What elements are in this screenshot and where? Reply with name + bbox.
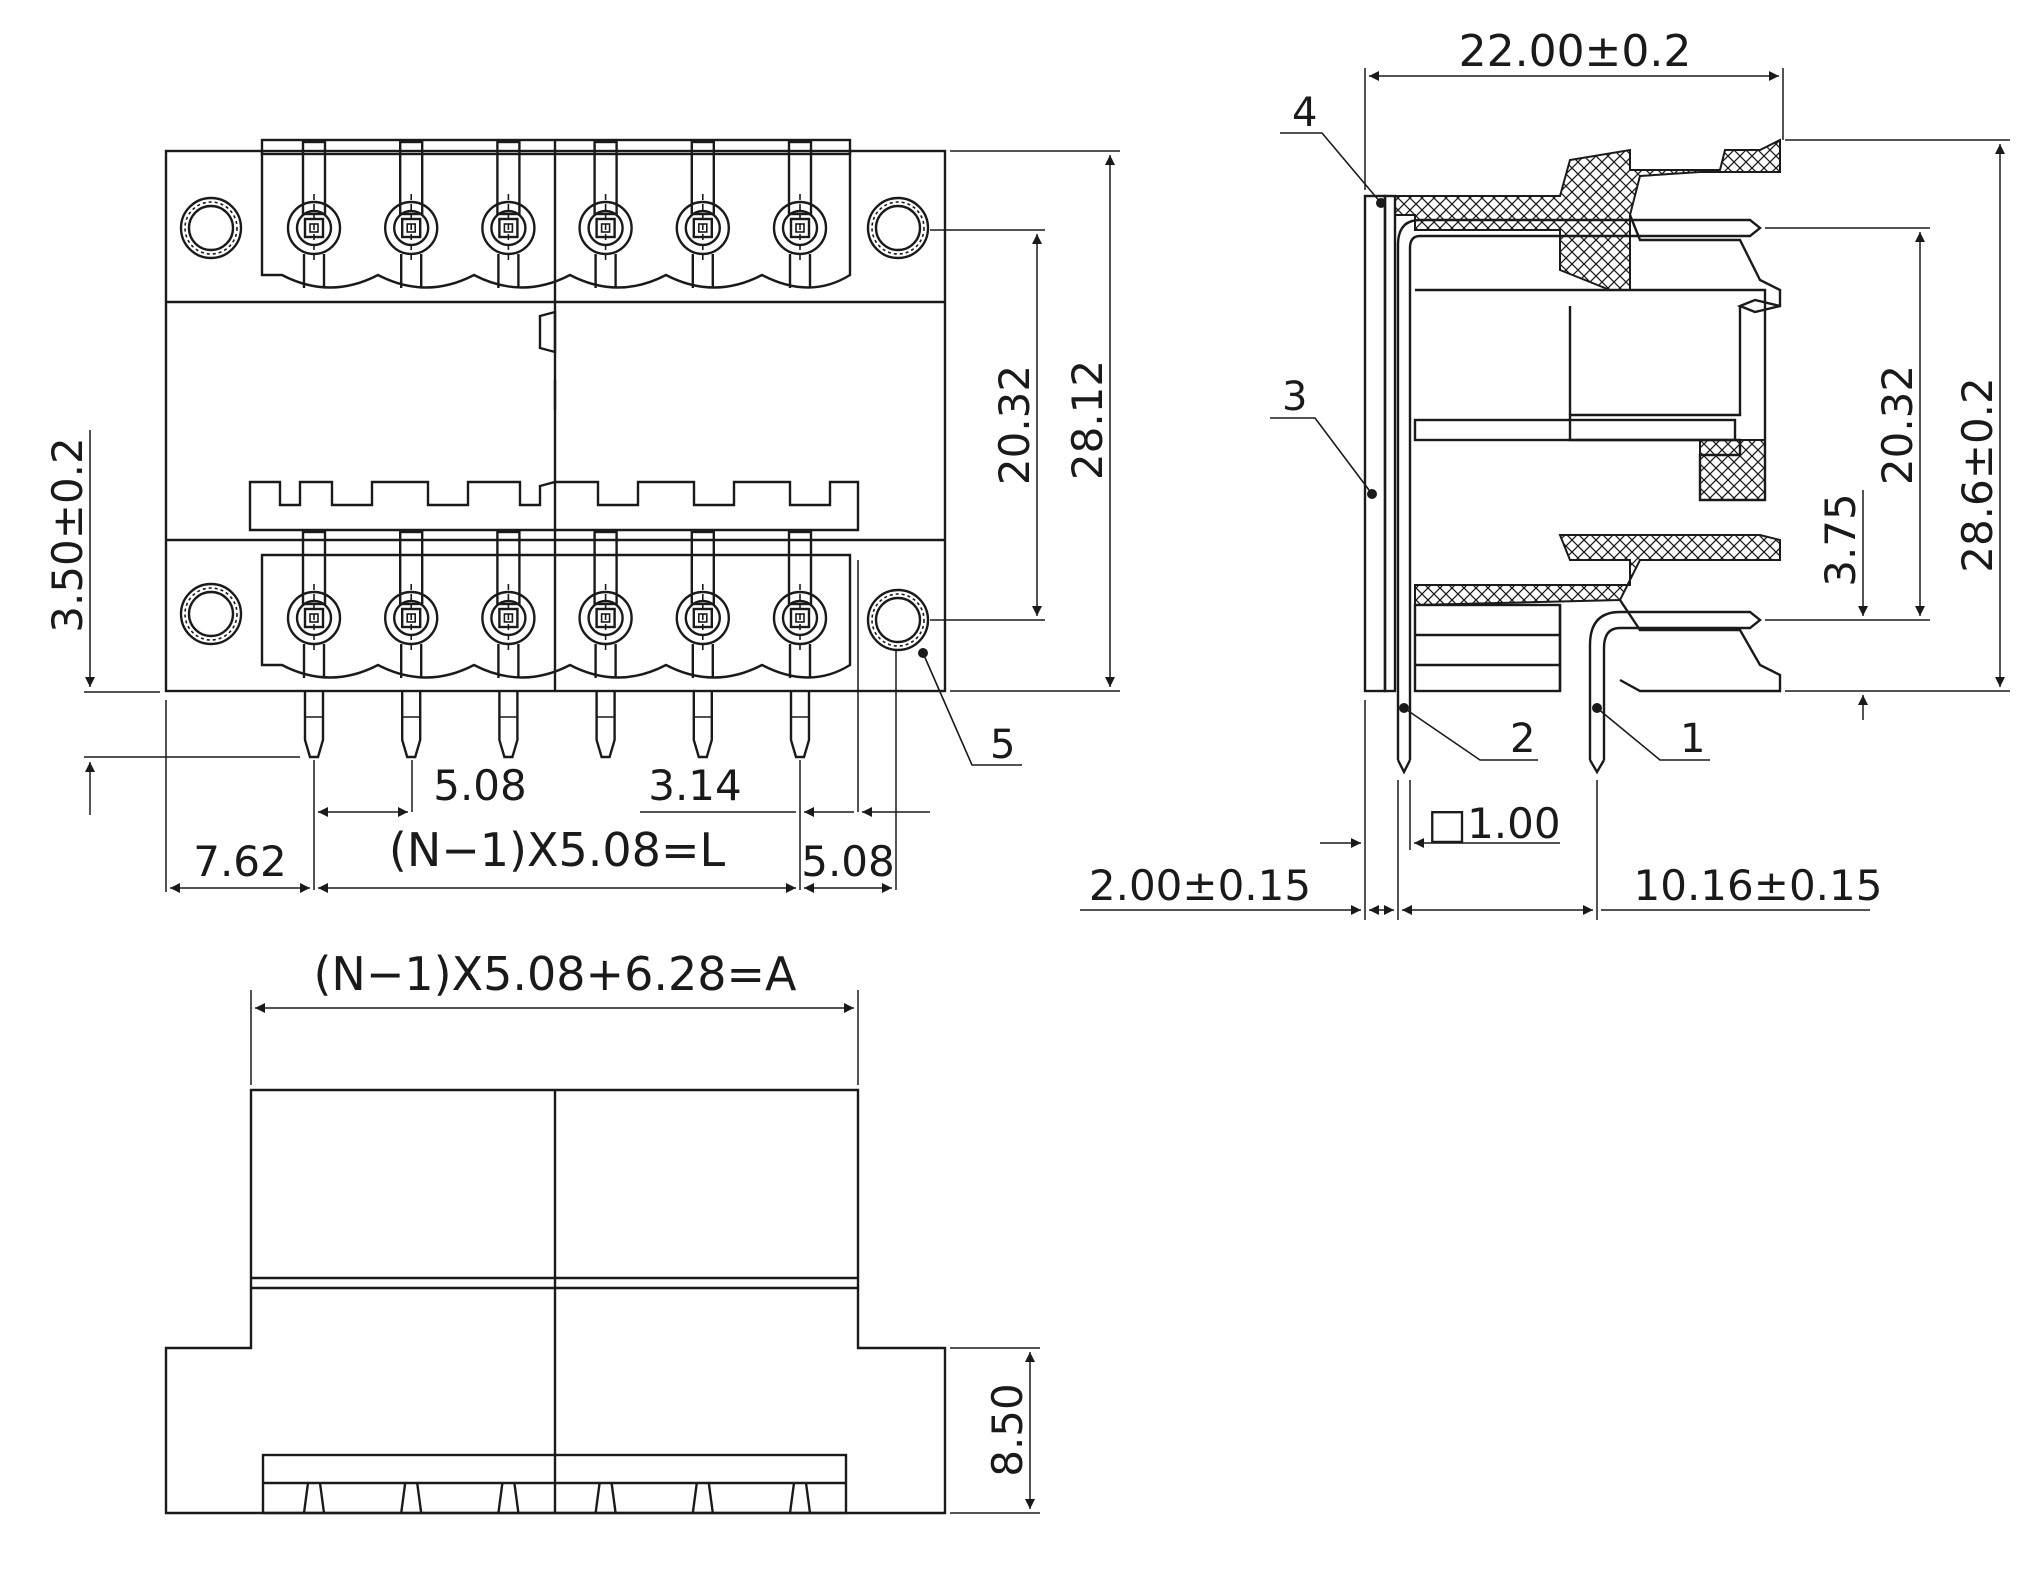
dim-2-00-text: 2.00±0.15 — [1089, 861, 1311, 910]
screw-terminal — [578, 530, 633, 678]
dim-square-text: □1.00 — [1427, 799, 1560, 848]
bottom-pin-mark — [691, 1482, 714, 1514]
callout-3-leader — [1270, 417, 1373, 495]
side-back-plate — [1383, 194, 1397, 693]
callout-3-label: 3 — [1282, 374, 1307, 420]
dim-28-6-text: 28.6±0.2 — [1953, 377, 2002, 573]
callout-4-leader — [1280, 132, 1382, 204]
dim-length-text: (N−1)X5.08=L — [389, 823, 726, 877]
dim-3-14-text: 3.14 — [648, 761, 742, 810]
bottom-pin-mark — [400, 1482, 423, 1514]
pcb-pin — [401, 691, 422, 759]
callout-4-label: 4 — [1292, 90, 1317, 136]
mount-hole-top-left — [179, 196, 243, 260]
mount-hole-top-right — [866, 196, 930, 260]
bottom-pin-mark — [302, 1482, 326, 1514]
dim-10-16-text: 10.16±0.15 — [1634, 861, 1883, 910]
dim-pitch-text: 5.08 — [433, 761, 527, 810]
top-plug-body — [260, 151, 852, 289]
pcb-pin — [789, 691, 811, 759]
lower-plug-body — [260, 553, 852, 679]
bottom-outline — [164, 1088, 947, 1515]
dim-8-50-text: 8.50 — [983, 1383, 1032, 1477]
side-lower-socket — [1619, 599, 1782, 693]
side-upper-socket — [1628, 214, 1782, 314]
side-lower-block — [1413, 603, 1562, 693]
dim-20-32-text: 20.32 — [990, 365, 1039, 485]
screw-terminal — [481, 140, 536, 288]
screw-terminal — [286, 140, 342, 288]
dim-5-08-right-text: 5.08 — [801, 837, 895, 886]
dim-7-62-text: 7.62 — [193, 837, 287, 886]
mount-hole-bottom-left — [179, 582, 243, 646]
side-upper-housing — [1394, 138, 1781, 291]
bottom-screw-row — [286, 530, 828, 678]
callout-2-label: 2 — [1510, 716, 1535, 762]
side-middle-hatch — [1699, 439, 1766, 501]
pcb-pin — [303, 691, 325, 759]
side-view: 4 3 2 1 22.00±0.2 28.6±0.2 20.32 3.75 — [1080, 26, 2010, 920]
screw-terminal — [578, 140, 633, 288]
callout-1-label: 1 — [1680, 716, 1705, 762]
pcb-pin — [692, 691, 713, 759]
lower-plug-rail — [248, 480, 860, 532]
dim-3-75-text: 3.75 — [1816, 493, 1865, 587]
dim-a-text: (N−1)X5.08+6.28=A — [313, 947, 797, 1001]
screw-terminal — [772, 530, 828, 678]
side-middle-bar — [1413, 418, 1737, 442]
side-contact-lower — [1588, 610, 1762, 760]
callout-5-leader — [922, 652, 1022, 766]
pcb-pin — [498, 691, 519, 759]
side-lower-housing — [1414, 534, 1781, 607]
side-contact-upper — [1396, 218, 1762, 760]
bottom-pin-mark — [497, 1482, 520, 1514]
screw-terminal — [675, 140, 730, 288]
pcb-pin — [595, 691, 616, 759]
polarization-key-top — [538, 310, 557, 354]
bottom-pin-marks — [302, 1482, 812, 1514]
dim-3-50-text: 3.50±0.2 — [43, 437, 92, 633]
dim-22-00-text: 22.00±0.2 — [1459, 26, 1692, 77]
screw-terminal — [384, 530, 439, 678]
dim-side-20-32-text: 20.32 — [1873, 365, 1922, 485]
callout-5-label: 5 — [990, 722, 1015, 768]
screw-terminal — [481, 530, 536, 678]
top-screw-row — [286, 140, 828, 288]
mount-hole-bottom-right — [866, 588, 930, 652]
top-plug-rail — [260, 138, 852, 156]
screw-terminal — [772, 140, 828, 288]
bottom-view: (N−1)X5.08+6.28=A 8.50 — [164, 947, 1040, 1515]
screw-terminal — [286, 530, 342, 678]
front-pcb-pins — [303, 691, 811, 759]
screw-terminal — [384, 140, 439, 288]
callout-2-leader — [1403, 707, 1538, 761]
bottom-pin-mark — [788, 1482, 812, 1514]
dim-28-12-text: 28.12 — [1063, 360, 1112, 480]
callout-1-leader — [1596, 707, 1710, 761]
side-back-panel — [1363, 194, 1387, 693]
front-view: 5 28.12 20.32 3.50±0.2 5.08 3.14 7.62 — [43, 138, 1120, 893]
bottom-pin-mark — [594, 1482, 617, 1514]
screw-terminal — [675, 530, 730, 678]
